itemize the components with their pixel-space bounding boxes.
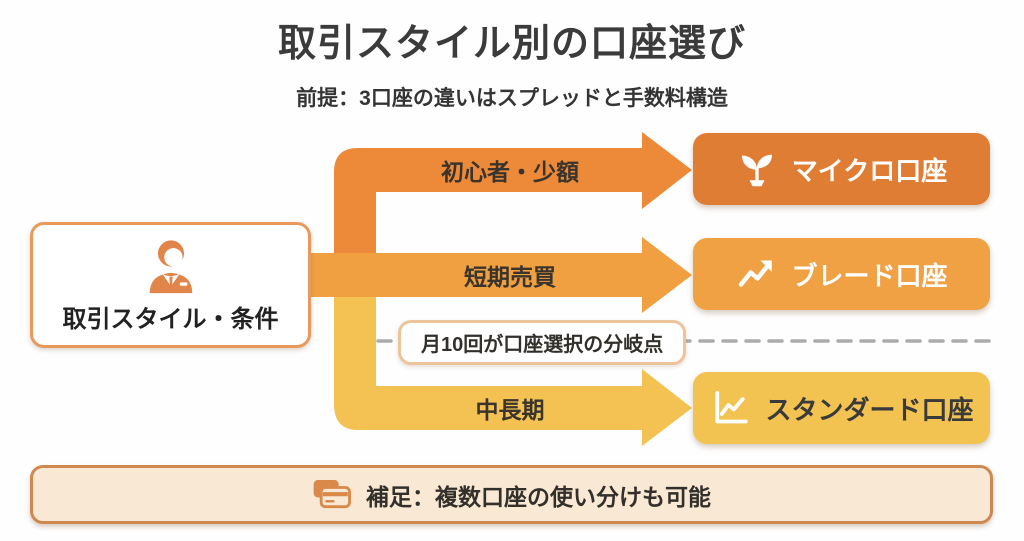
seedling-icon [736,148,778,190]
trend-up-icon [735,253,777,295]
branch-label-mid-long-term: 中長期 [475,397,545,423]
branch-label-beginner: 初心者・少額 [441,159,579,185]
branch-label-short-term: 短期売買 [464,264,556,290]
businessman-icon [142,237,200,295]
source-box: 取引スタイル・条件 [30,222,311,348]
account-label-standard: スタンダード口座 [765,394,974,425]
cards-icon [312,478,352,512]
account-label-micro: マイクロ口座 [791,155,948,186]
arrow-top [334,132,692,280]
source-box-label: 取引スタイル・条件 [62,305,279,333]
arrow-middle [308,237,692,313]
footer-note-bar: 補足：複数口座の使い分けも可能 [30,465,993,524]
page-subtitle: 前提：3口座の違いはスプレッドと手数料構造 [296,87,728,110]
page-title: 取引スタイル別の口座選び [277,23,746,65]
arrow-bottom [334,260,692,446]
footer-note-label: 補足：複数口座の使い分けも可能 [366,483,711,510]
divider-note-badge: 月10回が口座選択の分岐点 [398,320,687,365]
line-chart-icon [709,387,751,429]
account-box-blade: ブレード口座 [693,238,990,310]
account-label-blade: ブレード口座 [791,260,948,291]
account-box-micro: マイクロ口座 [693,133,990,205]
account-box-standard: スタンダード口座 [693,372,990,444]
